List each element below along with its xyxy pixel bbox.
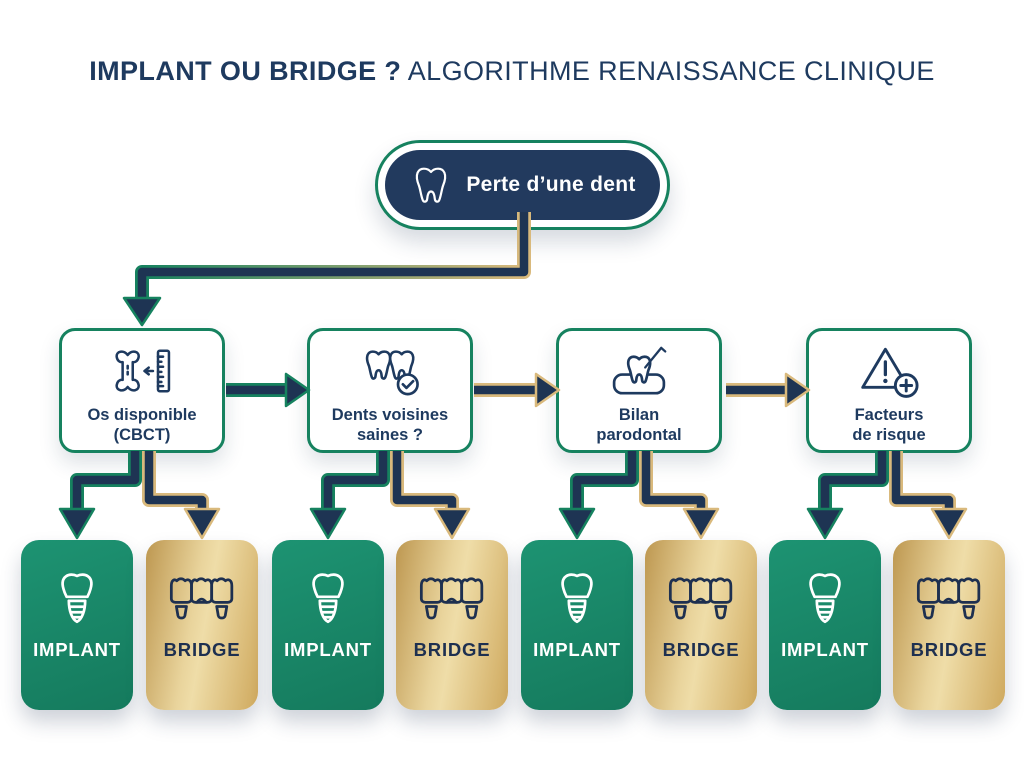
outcome-card-label: IMPLANT [533,639,621,660]
outcome-card-implant: IMPLANT [521,540,633,710]
root-node-label: Perte d’une dent [466,173,636,196]
root-node: Perte d’une dent [375,140,670,230]
teeth-check-icon [358,342,422,400]
outcome-card-label: BRIDGE [163,639,241,660]
decision-box-label: Os disponible (CBCT) [87,406,197,445]
tooth-probe-icon [607,342,671,400]
outcome-card-implant: IMPLANT [769,540,881,710]
outcome-card-label: BRIDGE [662,639,740,660]
bridge-icon [911,566,986,624]
title-question: IMPLANT OU BRIDGE ? [89,56,402,86]
outcome-card-implant: IMPLANT [21,540,133,710]
decision-box-facteurs-risque: Facteurs de risque [806,328,972,453]
decision-box-dents-voisines: Dents voisines saines ? [307,328,473,453]
tooth-icon [409,163,453,207]
bridge-icon [164,566,239,624]
decision-box-label: Dents voisines saines ? [331,406,449,445]
outcome-card-bridge: BRIDGE [396,540,508,710]
outcome-card-label: BRIDGE [910,639,988,660]
title-subtitle: ALGORITHME RENAISSANCE CLINIQUE [407,56,935,86]
implant-icon [548,566,606,624]
bone-ruler-icon [110,342,174,400]
outcome-card-bridge: BRIDGE [146,540,258,710]
implant-icon [796,566,854,624]
outcome-card-implant: IMPLANT [272,540,384,710]
outcome-card-label: IMPLANT [33,639,121,660]
implant-icon [48,566,106,624]
decision-box-label: Facteurs de risque [852,406,926,445]
outcome-card-bridge: BRIDGE [893,540,1005,710]
implant-icon [299,566,357,624]
decision-box-bilan-parodontal: Bilan parodontal [556,328,722,453]
decision-box-os-disponible: Os disponible (CBCT) [59,328,225,453]
risk-warning-icon [858,342,920,400]
outcome-card-label: IMPLANT [284,639,372,660]
outcome-card-bridge: BRIDGE [645,540,757,710]
bridge-icon [414,566,489,624]
root-node-inner: Perte d’une dent [385,150,660,220]
outcome-card-label: BRIDGE [413,639,491,660]
decision-box-label: Bilan parodontal [596,406,682,445]
bridge-icon [663,566,738,624]
outcome-card-label: IMPLANT [781,639,869,660]
page-title: IMPLANT OU BRIDGE ? ALGORITHME RENAISSAN… [0,56,1024,87]
